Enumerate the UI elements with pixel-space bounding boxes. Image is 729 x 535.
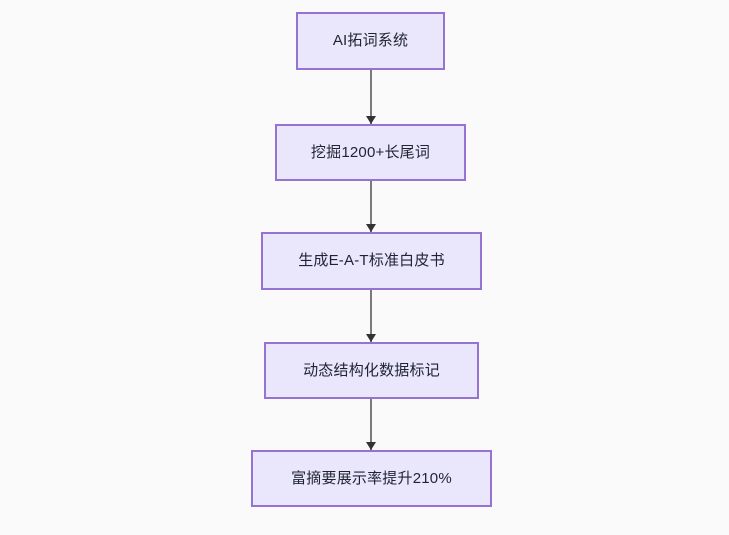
edge-line bbox=[370, 290, 372, 342]
edge-line bbox=[370, 70, 372, 124]
edge-line bbox=[370, 181, 372, 232]
flow-node[interactable]: AI拓词系统 bbox=[296, 12, 445, 70]
arrowhead-icon bbox=[366, 334, 376, 342]
arrowhead-icon bbox=[366, 116, 376, 124]
arrowhead-icon bbox=[366, 442, 376, 450]
flow-node[interactable]: 挖掘1200+长尾词 bbox=[275, 124, 466, 181]
flow-node[interactable]: 富摘要展示率提升210% bbox=[251, 450, 492, 507]
arrowhead-icon bbox=[366, 224, 376, 232]
edge-line bbox=[370, 399, 372, 450]
flow-node[interactable]: 生成E-A-T标准白皮书 bbox=[261, 232, 482, 290]
flow-node[interactable]: 动态结构化数据标记 bbox=[264, 342, 479, 399]
